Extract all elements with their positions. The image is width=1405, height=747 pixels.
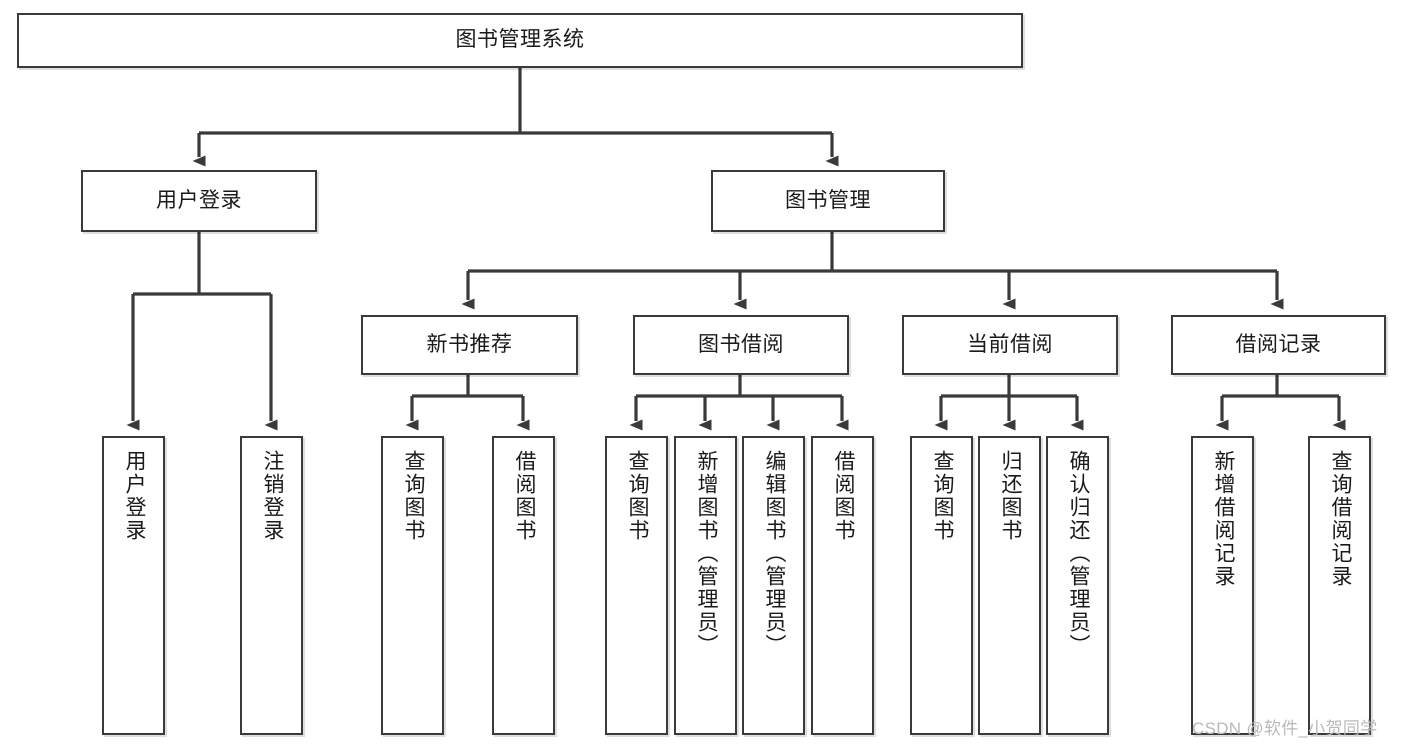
node-root-book-management-system[interactable]: 图书管理系统 bbox=[17, 13, 1023, 68]
csdn-watermark: CSDN @软件_小贺同学 bbox=[1192, 719, 1378, 738]
node-borrowing-records[interactable]: 借阅记录 bbox=[1171, 315, 1386, 375]
node-label: 用户登录 bbox=[122, 450, 146, 542]
leaf-logout[interactable]: 注销登录 bbox=[240, 436, 303, 735]
node-label: 查询图书 bbox=[401, 450, 425, 542]
node-label: 借阅图书 bbox=[831, 450, 855, 542]
node-label: 借阅记录 bbox=[1235, 332, 1322, 356]
node-label: 图书借阅 bbox=[698, 332, 784, 356]
leaf-add-book-admin[interactable]: 新增图书（管理员） bbox=[674, 436, 737, 735]
leaf-query-book-new-book[interactable]: 查询图书 bbox=[381, 436, 444, 735]
leaf-query-book-borrowing[interactable]: 查询图书 bbox=[605, 436, 668, 735]
node-label: 用户登录 bbox=[156, 188, 242, 212]
node-user-login[interactable]: 用户登录 bbox=[81, 170, 317, 232]
node-label: 新增借阅记录 bbox=[1211, 450, 1235, 588]
node-label: 当前借阅 bbox=[967, 332, 1053, 356]
node-label: 查询借阅记录 bbox=[1328, 450, 1352, 588]
leaf-confirm-return-admin[interactable]: 确认归还（管理员） bbox=[1046, 436, 1109, 735]
node-new-book-recommendation[interactable]: 新书推荐 bbox=[361, 315, 578, 375]
leaf-return-book[interactable]: 归还图书 bbox=[978, 436, 1041, 735]
node-book-borrowing[interactable]: 图书借阅 bbox=[633, 315, 849, 375]
node-label: 查询图书 bbox=[930, 450, 954, 542]
node-label: 编辑图书（管理员） bbox=[762, 450, 786, 657]
leaf-query-borrowing-record[interactable]: 查询借阅记录 bbox=[1308, 436, 1371, 735]
node-label: 图书管理系统 bbox=[455, 28, 585, 52]
node-label: 借阅图书 bbox=[512, 450, 536, 542]
leaf-query-book-current[interactable]: 查询图书 bbox=[910, 436, 973, 735]
node-label: 新增图书（管理员） bbox=[694, 450, 718, 657]
leaf-add-borrowing-record[interactable]: 新增借阅记录 bbox=[1191, 436, 1254, 735]
leaf-user-login[interactable]: 用户登录 bbox=[102, 436, 165, 735]
node-label: 查询图书 bbox=[625, 450, 649, 542]
leaf-borrow-book-new-book[interactable]: 借阅图书 bbox=[492, 436, 555, 735]
node-label: 确认归还（管理员） bbox=[1066, 450, 1090, 657]
node-book-management[interactable]: 图书管理 bbox=[711, 170, 945, 232]
leaf-edit-book-admin[interactable]: 编辑图书（管理员） bbox=[742, 436, 805, 735]
node-label: 图书管理 bbox=[785, 188, 871, 212]
node-label: 归还图书 bbox=[998, 450, 1022, 542]
node-label: 新书推荐 bbox=[426, 332, 513, 356]
node-label: 注销登录 bbox=[260, 450, 284, 542]
node-current-borrowing[interactable]: 当前借阅 bbox=[902, 315, 1118, 375]
leaf-borrow-book-borrowing[interactable]: 借阅图书 bbox=[811, 436, 874, 735]
